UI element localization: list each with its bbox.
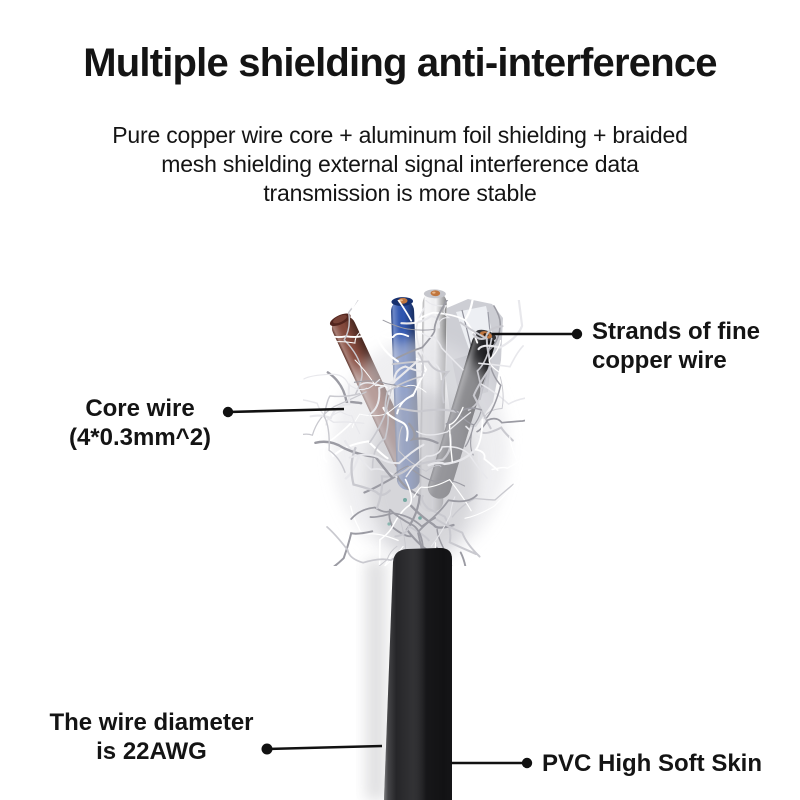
pvc-jacket bbox=[384, 548, 452, 800]
shield-strand bbox=[303, 399, 365, 425]
callout-dot-wire-diameter bbox=[261, 743, 273, 755]
shield-strand bbox=[436, 528, 448, 566]
callout-label-pvc-skin: PVC High Soft Skin bbox=[542, 749, 762, 778]
jacket-shading bbox=[384, 548, 452, 800]
shield-strand bbox=[476, 417, 525, 433]
shield-strand bbox=[368, 365, 426, 416]
shield-strand bbox=[459, 551, 467, 566]
glint-speck bbox=[387, 522, 391, 526]
shield-strand bbox=[480, 426, 514, 442]
jacket-soft-shadow bbox=[366, 560, 386, 800]
callout-label-line: Core wire bbox=[85, 395, 195, 422]
shield-strand bbox=[371, 380, 395, 469]
copper-tip-highlight bbox=[432, 291, 436, 294]
callout-label-strands-of-fine-copper-wire: Strands of fine copper wire bbox=[592, 317, 760, 375]
shield-strand bbox=[479, 382, 525, 406]
shield-strand bbox=[464, 436, 523, 519]
callout-label-wire-diameter: The wire diameter is 22AWG bbox=[44, 708, 259, 766]
shield-strand bbox=[464, 300, 474, 320]
shield-strand bbox=[387, 359, 420, 396]
shield-strand bbox=[467, 337, 493, 411]
page-title: Multiple shielding anti-interference bbox=[83, 41, 717, 85]
subtitle: Pure copper wire core + aluminum foil sh… bbox=[0, 121, 800, 208]
shield-strand bbox=[425, 300, 451, 329]
subtitle-line: transmission is more stable bbox=[263, 180, 537, 206]
shield-strand bbox=[421, 332, 464, 371]
shield-strand bbox=[303, 373, 381, 391]
shield-strand bbox=[416, 411, 472, 436]
shield-strand bbox=[367, 300, 399, 363]
wire-cut-face-inner bbox=[333, 314, 347, 324]
callout-label-line: is 22AWG bbox=[96, 738, 207, 765]
shield-strand bbox=[333, 530, 374, 566]
callout-label-line: copper wire bbox=[592, 347, 727, 374]
callout-label-line: (4*0.3mm^2) bbox=[68, 424, 212, 451]
shield-strand bbox=[477, 300, 524, 351]
copper-tip-highlight bbox=[399, 299, 403, 302]
braided-shield bbox=[303, 300, 525, 566]
shield-strand bbox=[448, 406, 464, 463]
shield-strand bbox=[359, 382, 399, 388]
callout-label-line: PVC High Soft Skin bbox=[542, 750, 763, 777]
shield-strand bbox=[369, 494, 478, 528]
glint-speck bbox=[418, 516, 422, 520]
callout-label-core-wire: Core wire (4*0.3mm^2) bbox=[40, 394, 240, 452]
shield-strand bbox=[348, 443, 425, 465]
shield-strand bbox=[323, 392, 361, 473]
shield-strand bbox=[427, 444, 480, 467]
shield-strand bbox=[391, 360, 451, 404]
shield-strand bbox=[309, 383, 351, 420]
shield-strand bbox=[435, 518, 481, 558]
callout-dot-strands bbox=[571, 328, 583, 340]
callout-dot-pvc-skin bbox=[521, 757, 533, 769]
shield-strand bbox=[395, 300, 449, 360]
shield-strand bbox=[384, 554, 393, 566]
shield-strand bbox=[445, 407, 483, 425]
shield-strand bbox=[491, 456, 525, 471]
shield-strand bbox=[322, 421, 353, 463]
shield-strand bbox=[413, 478, 472, 512]
shield-strand bbox=[368, 352, 425, 444]
shield-strand bbox=[474, 418, 499, 472]
shield-strand bbox=[472, 325, 504, 341]
shield-strand bbox=[399, 519, 421, 566]
shield-strand bbox=[409, 504, 455, 529]
shield-strand bbox=[394, 524, 430, 542]
shield-strand bbox=[363, 473, 435, 555]
callout-label-line: The wire diameter bbox=[49, 709, 254, 736]
shield-strand bbox=[382, 319, 436, 331]
shield-strand bbox=[400, 314, 440, 329]
shield-strand bbox=[478, 345, 524, 368]
braided-shield-strands bbox=[303, 300, 525, 566]
shield-strand bbox=[378, 478, 413, 566]
shield-strand bbox=[397, 407, 459, 414]
shield-strand bbox=[350, 506, 413, 538]
callout-dot-core-wire bbox=[222, 406, 234, 418]
shield-strand bbox=[398, 425, 442, 472]
subtitle-line: Pure copper wire core + aluminum foil sh… bbox=[112, 122, 688, 148]
shield-strand bbox=[350, 446, 391, 496]
shield-strand bbox=[420, 494, 478, 556]
shield-strand bbox=[351, 300, 413, 322]
shield-strand bbox=[378, 545, 398, 566]
shield-strand bbox=[483, 376, 504, 419]
shield-strand bbox=[407, 422, 439, 445]
shield-strand bbox=[430, 496, 456, 547]
subtitle-line: mesh shielding external signal interfere… bbox=[161, 151, 639, 177]
shield-strand bbox=[453, 408, 475, 448]
shield-strand bbox=[405, 445, 488, 479]
callout-line-wire-diameter bbox=[266, 744, 383, 751]
shield-strand bbox=[488, 339, 502, 375]
callout-line-core-wire bbox=[227, 407, 345, 414]
shield-strand bbox=[353, 380, 411, 389]
shield-strand bbox=[375, 433, 452, 510]
glint-speck bbox=[403, 498, 407, 502]
callout-lines bbox=[222, 328, 583, 769]
shield-strand bbox=[303, 391, 367, 437]
callout-label-line: Strands of fine bbox=[592, 318, 761, 345]
shield-strand bbox=[451, 483, 514, 518]
shield-strand bbox=[322, 328, 371, 345]
